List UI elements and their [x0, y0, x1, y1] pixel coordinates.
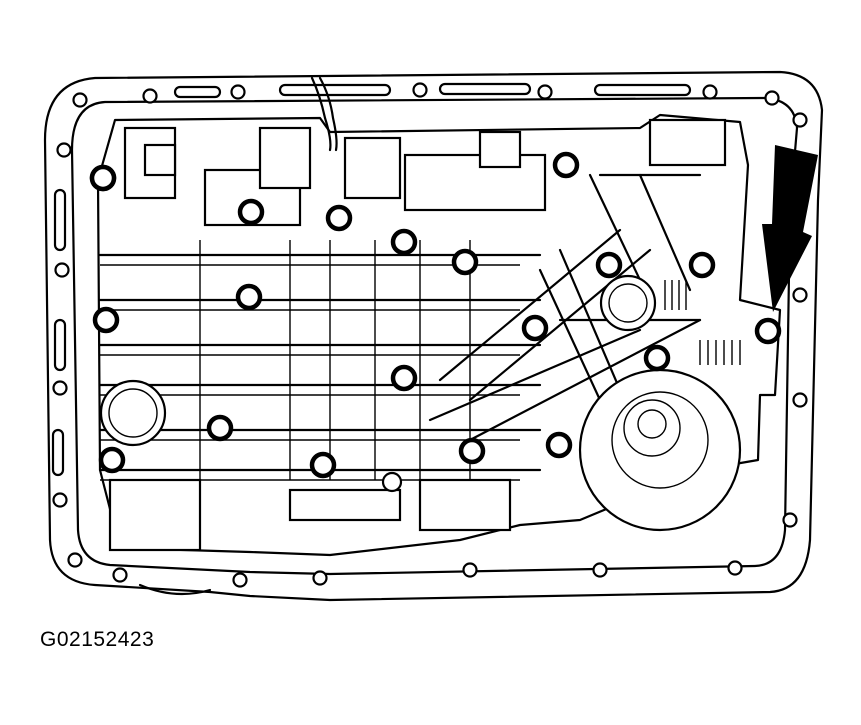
gasket-slot — [51, 428, 65, 477]
bolt-marker — [325, 204, 353, 232]
gasket-hole — [702, 84, 718, 100]
bolt-markers — [89, 151, 782, 479]
gasket-slot — [278, 83, 392, 97]
bolt-marker — [235, 283, 263, 311]
pump-housing-hub — [623, 399, 681, 457]
gasket-hole — [537, 84, 553, 100]
indicator-arrow — [762, 145, 818, 312]
gasket-hole — [792, 392, 808, 408]
gasket-slot — [173, 85, 222, 99]
solenoid-block-2 — [143, 143, 177, 177]
gasket-slot — [53, 188, 67, 252]
gasket-slot — [593, 83, 692, 97]
gasket-slot — [438, 82, 532, 96]
diagonal-ribs — [428, 173, 702, 442]
bolt-marker — [451, 248, 479, 276]
solenoid-block-7 — [478, 130, 522, 169]
gasket-slot — [53, 318, 67, 372]
gasket-hole — [232, 572, 248, 588]
bolt-marker — [206, 414, 234, 442]
bolt-marker — [521, 314, 549, 342]
lower-plug — [381, 471, 403, 493]
lower-block-3 — [418, 478, 512, 532]
bolt-marker — [458, 437, 486, 465]
gasket-hole — [764, 90, 780, 106]
solenoid-block-6 — [403, 153, 547, 212]
solenoid-block-8 — [648, 118, 727, 167]
gasket-hole — [792, 287, 808, 303]
gasket-hole — [230, 84, 246, 100]
gasket-hole — [67, 552, 83, 568]
coil-spring — [664, 280, 741, 365]
bolt-marker — [595, 251, 623, 279]
gasket-hole — [312, 570, 328, 586]
accumulator-left — [99, 379, 167, 447]
gasket-hole — [592, 562, 608, 578]
gasket-hole — [112, 567, 128, 583]
bolt-marker — [390, 364, 418, 392]
gasket-hole — [142, 88, 158, 104]
solenoid-block-4 — [258, 126, 312, 190]
bottom-bulge — [138, 583, 212, 596]
bolt-marker — [390, 228, 418, 256]
gasket-hole — [54, 262, 70, 278]
bolt-marker — [98, 446, 126, 474]
gasket-hole — [462, 562, 478, 578]
bolt-marker — [309, 451, 337, 479]
bolt-marker — [552, 151, 580, 179]
bolt-marker — [237, 198, 265, 226]
figure-id-label: G02152423 — [40, 628, 155, 651]
lower-block-1 — [108, 478, 202, 552]
gasket-hole — [56, 142, 72, 158]
bolt-marker — [92, 306, 120, 334]
gasket-hole — [792, 112, 808, 128]
gasket-hole — [52, 492, 68, 508]
pump-housing-center — [637, 409, 667, 439]
accumulator-left-inner — [108, 388, 158, 438]
bolt-marker — [89, 164, 117, 192]
gasket-hole — [412, 82, 428, 98]
solenoid-block-5 — [343, 136, 402, 200]
wire-harness-2 — [318, 76, 338, 152]
gasket-hole — [727, 560, 743, 576]
gasket-outer-outline — [43, 70, 824, 602]
bolt-marker — [643, 344, 671, 372]
gasket-hole — [72, 92, 88, 108]
lower-block-2 — [288, 488, 402, 522]
pump-housing-ring — [611, 391, 709, 489]
gasket-hole — [52, 380, 68, 396]
bolt-marker — [688, 251, 716, 279]
gasket-hole — [782, 512, 798, 528]
valve-body-diagram — [43, 70, 824, 602]
accumulator-center-inner — [608, 283, 648, 323]
gasket-holes — [51, 82, 808, 588]
bolt-marker — [545, 431, 573, 459]
bolt-marker — [754, 317, 782, 345]
pump-housing-outer — [578, 368, 742, 532]
wire-harness — [310, 76, 332, 152]
